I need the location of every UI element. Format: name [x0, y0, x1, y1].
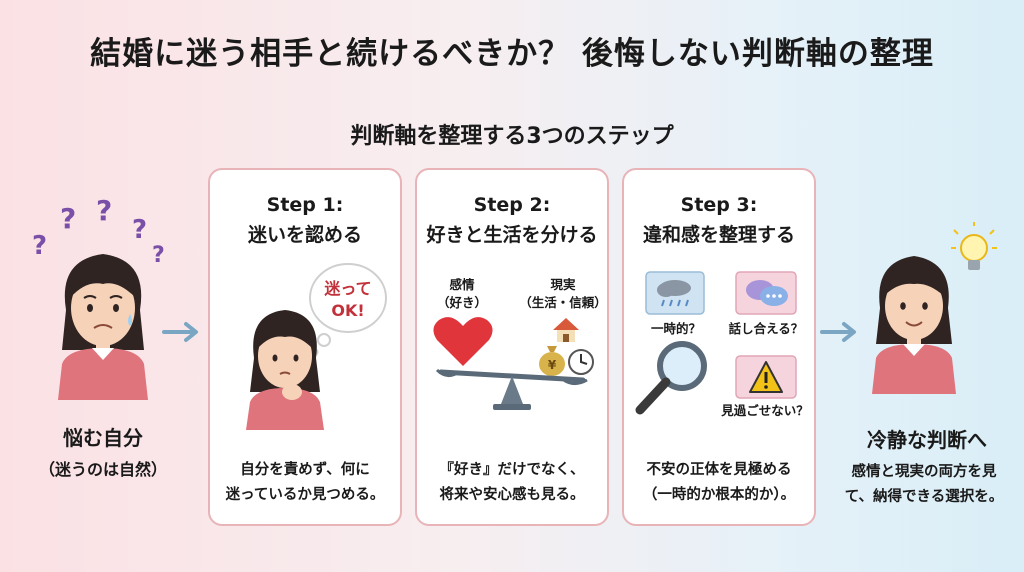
step-card-1: Step 1: 迷いを認める 迷って OK! 自分を責めず、何に 迷っているか見…: [208, 168, 402, 526]
calm-desc-line2: て、納得できる選択を。: [844, 489, 1004, 505]
svg-text:?: ?: [132, 215, 147, 245]
step-2-heading: 好きと生活を分ける: [426, 224, 598, 246]
question-overlook: 見過ごせない？: [721, 403, 809, 418]
reality-sublabel: （生活・信頼）: [519, 295, 607, 310]
step-3-heading: 違和感を整理する: [642, 224, 795, 246]
rain-cloud-icon: [645, 271, 705, 315]
step-1-number: Step 1:: [266, 194, 344, 216]
page-title: 結婚に迷う相手と続けるべきか？ 後悔しない判断軸の整理: [90, 36, 934, 72]
step-card-3: Step 3: 違和感を整理する 一時的？ 話し合える？ 見過ごせない？ 不安の…: [622, 168, 816, 526]
bubble-text-line1: 迷って: [324, 279, 372, 298]
svg-text:?: ?: [152, 243, 165, 268]
clock-icon: [568, 349, 594, 375]
thinking-woman-illustration: [246, 310, 324, 430]
svg-text:?: ?: [60, 202, 76, 235]
step-2-desc-line1: 『好き』だけでなく、: [439, 462, 585, 478]
heart-icon: [433, 317, 493, 366]
step-3-desc-line2: （一時的か根本的か）。: [642, 487, 796, 503]
arrow-right-icon: [162, 322, 198, 342]
step-1-heading: 迷いを認める: [247, 224, 362, 246]
step-1-desc-line2: 迷っているか見つめる。: [225, 487, 385, 503]
svg-text:?: ?: [96, 194, 112, 227]
emotion-label: 感情: [449, 277, 475, 292]
svg-text:¥: ¥: [548, 358, 557, 372]
worried-woman-illustration: [58, 254, 148, 400]
calm-desc-line1: 感情と現実の両方を見: [851, 464, 997, 480]
house-icon: [553, 318, 579, 342]
reality-label: 現実: [550, 277, 576, 292]
question-temporary: 一時的？: [650, 321, 701, 336]
step-2-number: Step 2:: [473, 194, 551, 216]
speech-bubbles-icon: [735, 271, 797, 315]
svg-text:?: ?: [32, 231, 47, 261]
step-1-desc-line1: 自分を責めず、何に: [240, 462, 370, 478]
question-marks-icon: ? ? ? ? ?: [32, 194, 165, 268]
page-subtitle: 判断軸を整理する3つのステップ: [350, 124, 674, 149]
magnifying-glass-icon: [635, 341, 707, 415]
step-2-desc-line2: 将来や安心感も見る。: [439, 487, 585, 503]
arrow-right-icon: [820, 322, 856, 342]
step-card-2: Step 2: 好きと生活を分ける 感情 （好き） 現実 （生活・信頼） ¥ 『…: [415, 168, 609, 526]
bubble-text-line2: OK!: [331, 301, 365, 320]
calm-judgment-label: 冷静な判断へ: [867, 428, 987, 452]
emotion-sublabel: （好き）: [436, 295, 487, 310]
question-discuss: 話し合える？: [728, 321, 804, 336]
step-3-desc-line1: 不安の正体を見極める: [646, 462, 792, 478]
balance-scale-icon: [435, 368, 588, 410]
light-bulb-icon: [951, 222, 997, 270]
worried-self-label: 悩む自分: [63, 426, 143, 450]
warning-icon: [735, 355, 797, 399]
step-3-number: Step 3:: [680, 194, 758, 216]
calm-woman-illustration: [872, 256, 956, 394]
thought-bubble-icon: [309, 263, 387, 357]
worried-self-sublabel: （迷うのは自然）: [38, 460, 167, 479]
money-bag-icon: ¥: [539, 346, 565, 376]
